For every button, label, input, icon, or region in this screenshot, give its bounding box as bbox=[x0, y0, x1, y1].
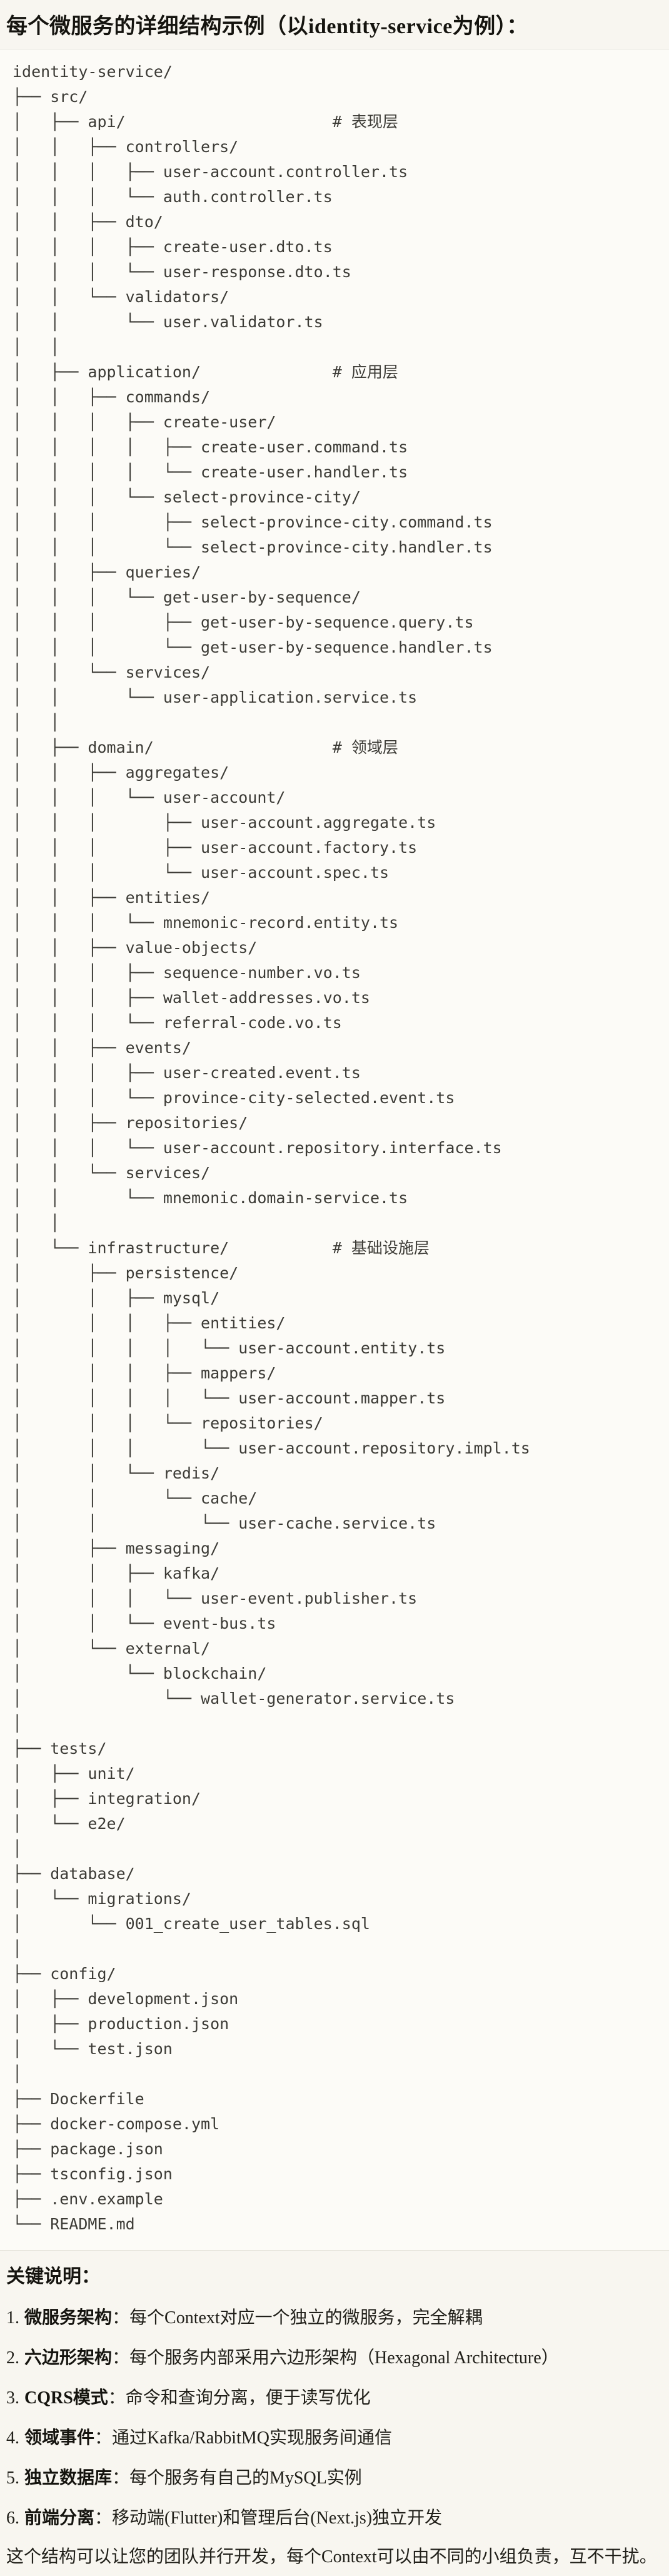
note-item-cqrs: 3.CQRS模式：命令和查询分离，便于读写优化 bbox=[6, 2387, 661, 2410]
document-header: 每个微服务的详细结构示例（以identity-service为例）： bbox=[0, 0, 669, 49]
note-number: 3. bbox=[6, 2388, 19, 2408]
notes-list: 1.微服务架构：每个Context对应一个独立的微服务，完全解耦 2.六边形架构… bbox=[6, 2307, 661, 2530]
note-label: 前端分离 bbox=[24, 2508, 95, 2528]
note-number: 5. bbox=[6, 2468, 19, 2488]
notes-heading: 关键说明： bbox=[6, 2266, 100, 2287]
note-number: 4. bbox=[6, 2428, 19, 2448]
note-text: ：每个服务内部采用六边形架构（Hexagonal Architecture） bbox=[112, 2348, 559, 2368]
key-notes-section: 关键说明： 1.微服务架构：每个Context对应一个独立的微服务，完全解耦 2… bbox=[0, 2251, 669, 2576]
note-item-frontend-split: 6.前端分离：移动端(Flutter)和管理后台(Next.js)独立开发 bbox=[6, 2507, 661, 2530]
note-item-microservices: 1.微服务架构：每个Context对应一个独立的微服务，完全解耦 bbox=[6, 2307, 661, 2329]
note-item-hexagonal: 2.六边形架构：每个服务内部采用六边形架构（Hexagonal Architec… bbox=[6, 2347, 661, 2370]
note-label: CQRS模式 bbox=[24, 2388, 108, 2408]
note-item-domain-events: 4.领域事件：通过Kafka/RabbitMQ实现服务间通信 bbox=[6, 2427, 661, 2450]
note-item-independent-db: 5.独立数据库：每个服务有自己的MySQL实例 bbox=[6, 2467, 661, 2490]
note-number: 6. bbox=[6, 2508, 19, 2528]
note-text: ：每个服务有自己的MySQL实例 bbox=[112, 2468, 362, 2488]
note-label: 独立数据库 bbox=[24, 2468, 113, 2488]
note-number: 2. bbox=[6, 2348, 19, 2368]
note-text: ：通过Kafka/RabbitMQ实现服务间通信 bbox=[94, 2428, 392, 2448]
note-label: 微服务架构 bbox=[24, 2308, 113, 2328]
page-title: 每个微服务的详细结构示例（以identity-service为例）： bbox=[6, 15, 528, 38]
note-label: 六边形架构 bbox=[24, 2348, 113, 2368]
note-text: ：每个Context对应一个独立的微服务，完全解耦 bbox=[112, 2308, 483, 2328]
notes-footer: 这个结构可以让您的团队并行开发，每个Context可以由不同的小组负责，互不干扰… bbox=[6, 2547, 657, 2567]
note-number: 1. bbox=[6, 2308, 19, 2328]
note-text: ：命令和查询分离，便于读写优化 bbox=[108, 2388, 371, 2408]
note-text: ：移动端(Flutter)和管理后台(Next.js)独立开发 bbox=[94, 2508, 443, 2528]
note-label: 领域事件 bbox=[24, 2428, 95, 2448]
directory-tree-code-block: identity-service/ ├── src/ │ ├── api/ # … bbox=[0, 49, 669, 2251]
